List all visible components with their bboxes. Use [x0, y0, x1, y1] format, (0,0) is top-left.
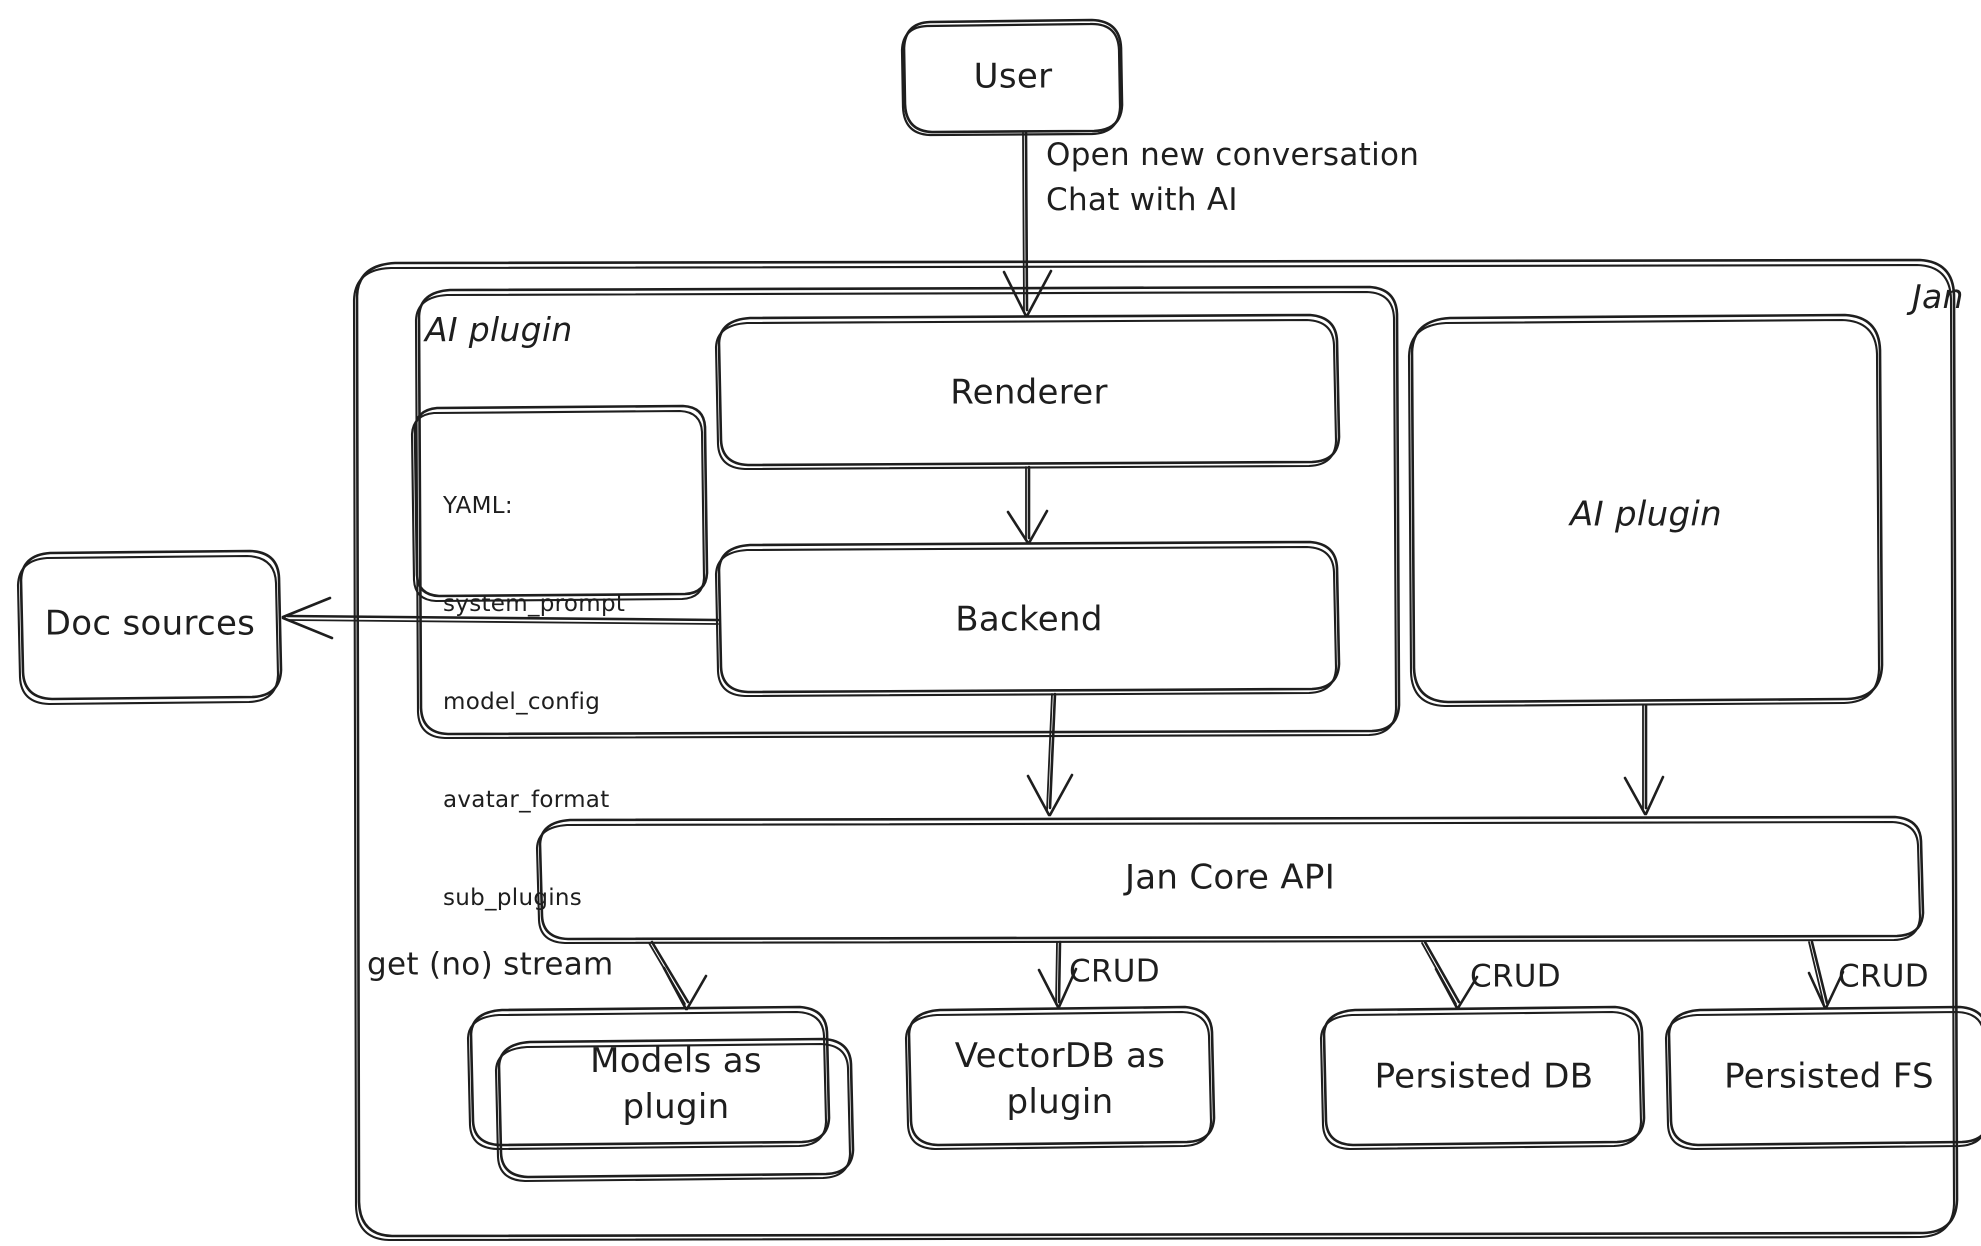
models-plugin-outer-shape[interactable] [466, 1005, 831, 1151]
edge-label-user-to-renderer: Open new conversation Chat with AI [1046, 137, 1420, 218]
vectordb-plugin-label: VectorDB as plugin [954, 1036, 1166, 1122]
yaml-note-block: YAML: system_prompt model_config avatar_… [443, 425, 625, 980]
arrow-core-to-persisted-db [1421, 940, 1479, 1010]
user-box-shape[interactable] [900, 18, 1124, 137]
yaml-note-line-0: system_prompt [443, 591, 626, 618]
persisted-fs-label: Persisted FS [1724, 1056, 1934, 1097]
arrow-core-to-vectordb [1037, 940, 1078, 1009]
yaml-note-line-2: avatar_format [443, 787, 610, 814]
ai-plugin-box-shape[interactable] [1407, 313, 1884, 708]
renderer-label: Renderer [950, 372, 1108, 413]
edge-label-core-to-persisted-fs: CRUD [1838, 958, 1929, 995]
ai-plugin-group-shape[interactable] [414, 285, 1401, 740]
arrow-ai-plugin-to-core [1623, 703, 1665, 816]
vectordb-plugin-shape[interactable] [904, 1005, 1216, 1151]
ai-plugin-group-label: AI plugin [425, 309, 573, 349]
arrow-renderer-to-backend [1006, 465, 1049, 545]
persisted-db-shape[interactable] [1319, 1005, 1646, 1151]
backend-box-shape[interactable] [714, 540, 1341, 698]
jan-core-api-shape[interactable] [535, 815, 1925, 945]
jan-core-api-label: Jan Core API [1124, 857, 1336, 898]
arrow-core-to-persisted-fs [1807, 940, 1845, 1010]
doc-sources-label: Doc sources [44, 603, 256, 644]
persisted-db-label: Persisted DB [1374, 1056, 1594, 1097]
yaml-note-shape[interactable] [410, 404, 709, 603]
edge-label-core-to-vectordb: CRUD [1069, 953, 1160, 990]
jan-container-shape[interactable] [352, 258, 1959, 1242]
edge-label-core-to-models: get (no) stream [367, 946, 614, 983]
renderer-box-shape[interactable] [714, 313, 1341, 471]
arrow-core-to-models [648, 940, 708, 1011]
models-plugin-label: Models as plugin [590, 1041, 762, 1127]
edge-label-core-to-persisted-db: CRUD [1470, 958, 1561, 995]
user-label: User [973, 56, 1053, 97]
arrow-backend-to-doc-sources [281, 596, 720, 640]
doc-sources-shape[interactable] [16, 549, 283, 706]
arrow-backend-to-core [1026, 692, 1074, 817]
jan-container-label: Jan [1912, 276, 1964, 316]
arrow-user-to-renderer [1002, 131, 1053, 318]
yaml-note-title: YAML: [443, 493, 513, 520]
models-plugin-inner-shape[interactable] [494, 1037, 855, 1183]
yaml-note-line-3: sub_plugins [443, 885, 583, 912]
backend-label: Backend [955, 599, 1103, 640]
ai-plugin-box-label: AI plugin [1570, 494, 1722, 535]
yaml-note-line-1: model_config [443, 689, 601, 716]
persisted-fs-shape[interactable] [1664, 1005, 1981, 1151]
